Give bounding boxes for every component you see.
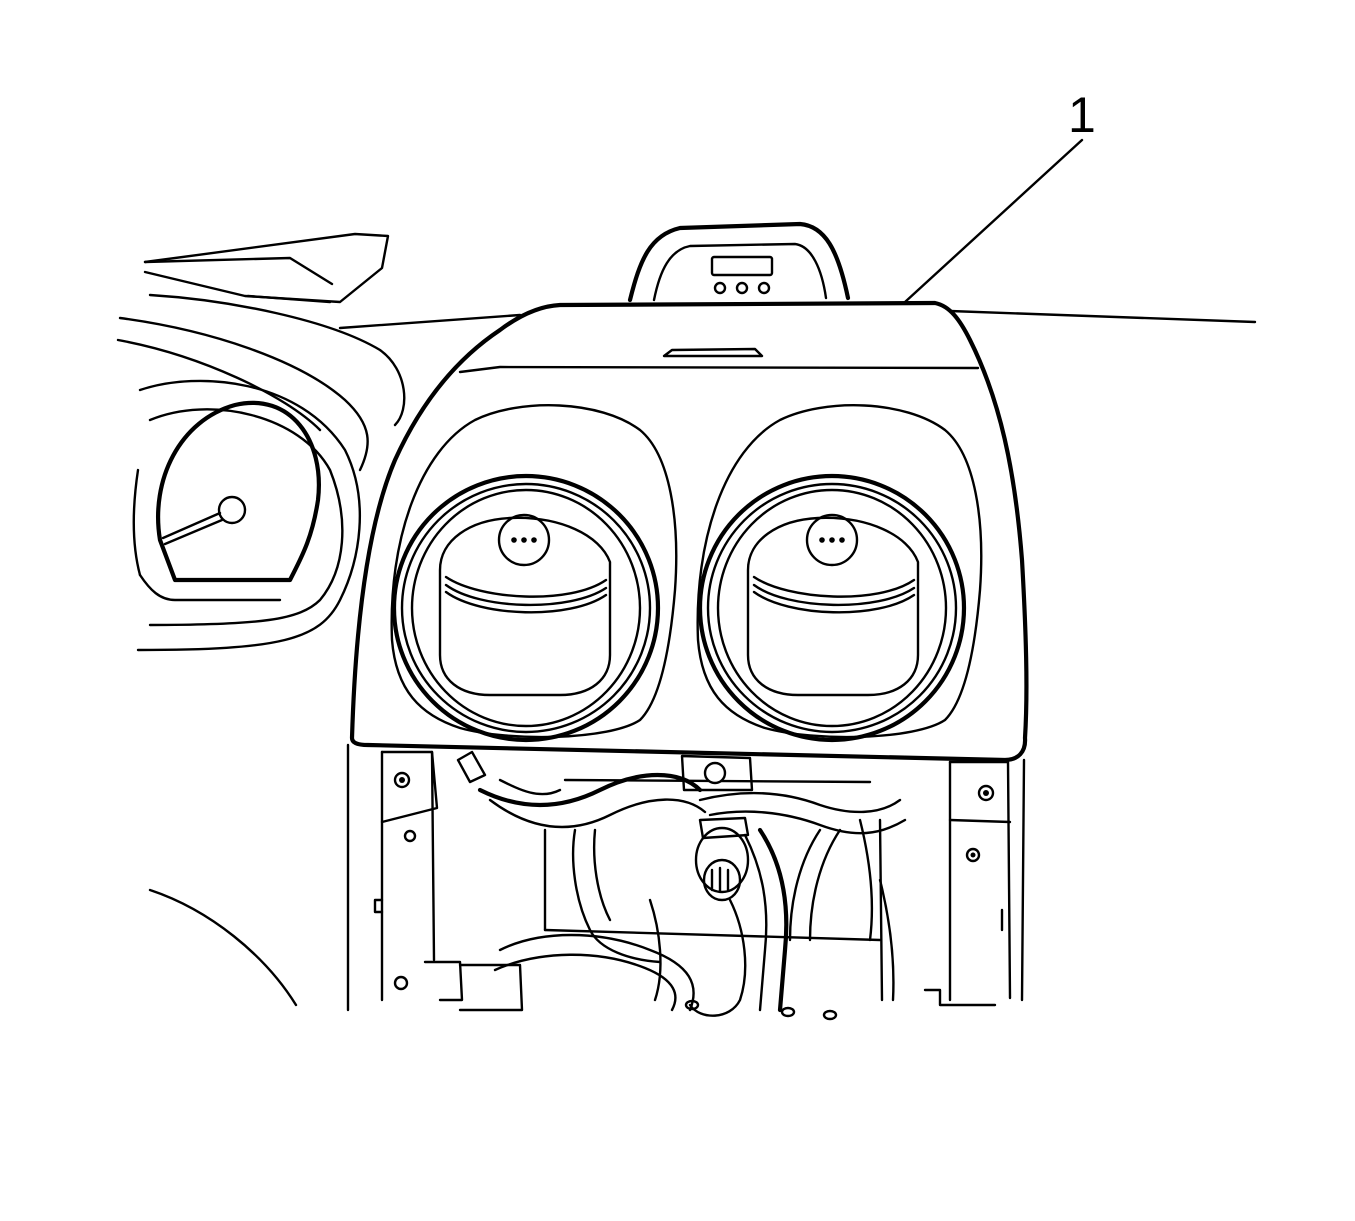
clock-button-left bbox=[713, 281, 727, 295]
callout-1: 1 bbox=[903, 87, 1096, 304]
air-vent-right bbox=[696, 404, 983, 743]
clock-button-center bbox=[735, 281, 749, 295]
vent-knob-left bbox=[497, 513, 551, 567]
instrument-cluster bbox=[132, 379, 361, 652]
callout-label-1: 1 bbox=[1068, 87, 1096, 143]
wire-harness bbox=[456, 750, 907, 1021]
dash-top-edge-right bbox=[948, 309, 1257, 324]
speedometer-gauge bbox=[156, 400, 321, 583]
gauge-needle-hub bbox=[217, 495, 247, 525]
clock-display bbox=[710, 255, 774, 277]
dash-top-edge bbox=[338, 313, 522, 330]
clock-button-right bbox=[757, 281, 771, 295]
vent-knob-right bbox=[805, 513, 859, 567]
center-instrument-panel-bezel bbox=[349, 300, 1029, 763]
air-vent-left bbox=[390, 404, 678, 743]
dash-top-left bbox=[116, 232, 406, 472]
steering-wheel-edge bbox=[148, 888, 298, 1007]
callout-leader-line bbox=[903, 138, 1084, 304]
clock-display-pod bbox=[627, 221, 851, 303]
bezel-clip-slot bbox=[662, 347, 764, 358]
radio-opening-frame bbox=[346, 743, 1026, 1012]
